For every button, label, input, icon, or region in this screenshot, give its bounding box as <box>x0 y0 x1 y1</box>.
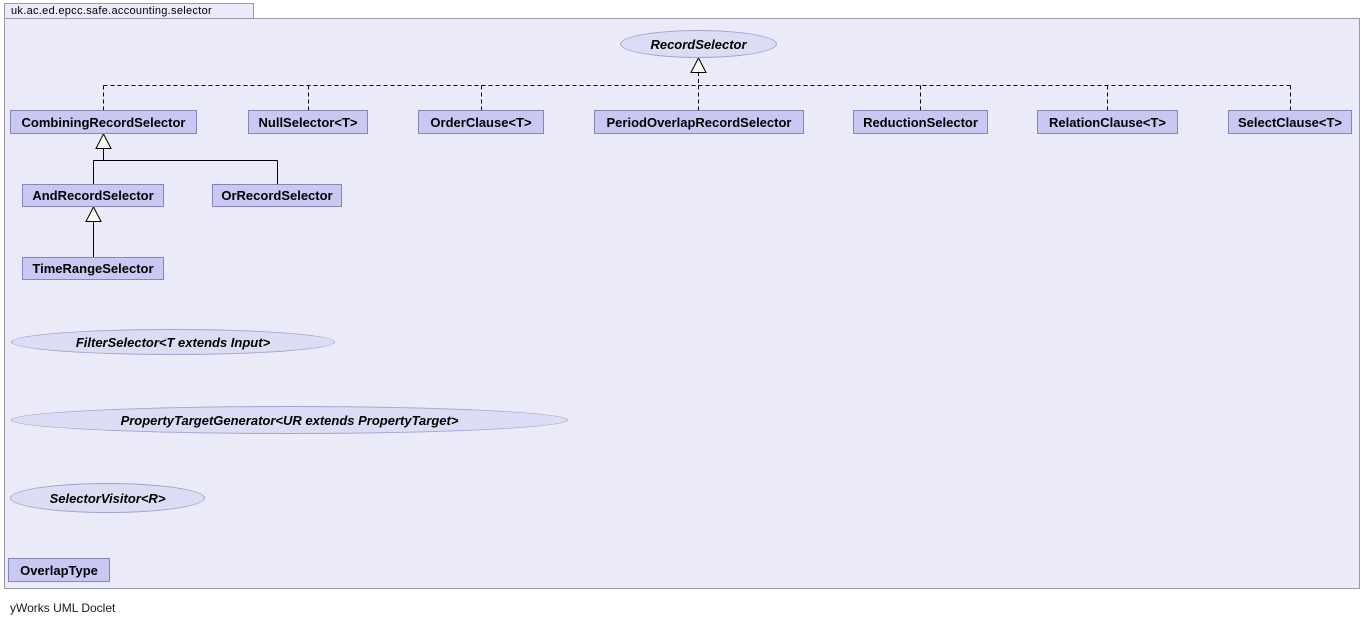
class-node-orrecordselector[interactable]: OrRecordSelector <box>212 184 342 207</box>
class-node-timerangeselector[interactable]: TimeRangeSelector <box>22 257 164 280</box>
class-node-orderclause[interactable]: OrderClause<T> <box>418 110 544 134</box>
class-node-selectclause[interactable]: SelectClause<T> <box>1228 110 1352 134</box>
class-node-periodoverlaprecordselector[interactable]: PeriodOverlapRecordSelector <box>594 110 804 134</box>
interface-node-propertytargetgenerator[interactable]: PropertyTargetGenerator<UR extends Prope… <box>11 406 568 434</box>
package-body <box>4 18 1360 589</box>
class-node-combiningrecordselector[interactable]: CombiningRecordSelector <box>10 110 197 134</box>
interface-node-recordselector[interactable]: RecordSelector <box>620 30 777 58</box>
package-tab: uk.ac.ed.epcc.safe.accounting.selector <box>4 3 254 18</box>
doclet-credit: yWorks UML Doclet <box>10 601 116 615</box>
class-node-nullselector[interactable]: NullSelector<T> <box>248 110 368 134</box>
class-node-relationclause[interactable]: RelationClause<T> <box>1037 110 1178 134</box>
interface-node-selectorvisitor[interactable]: SelectorVisitor<R> <box>10 483 205 513</box>
class-node-overlaptype[interactable]: OverlapType <box>8 558 110 582</box>
package-name: uk.ac.ed.epcc.safe.accounting.selector <box>11 5 212 17</box>
class-node-reductionselector[interactable]: ReductionSelector <box>853 110 988 134</box>
interface-node-filterselector[interactable]: FilterSelector<T extends Input> <box>11 329 335 355</box>
class-node-andrecordselector[interactable]: AndRecordSelector <box>22 184 164 207</box>
